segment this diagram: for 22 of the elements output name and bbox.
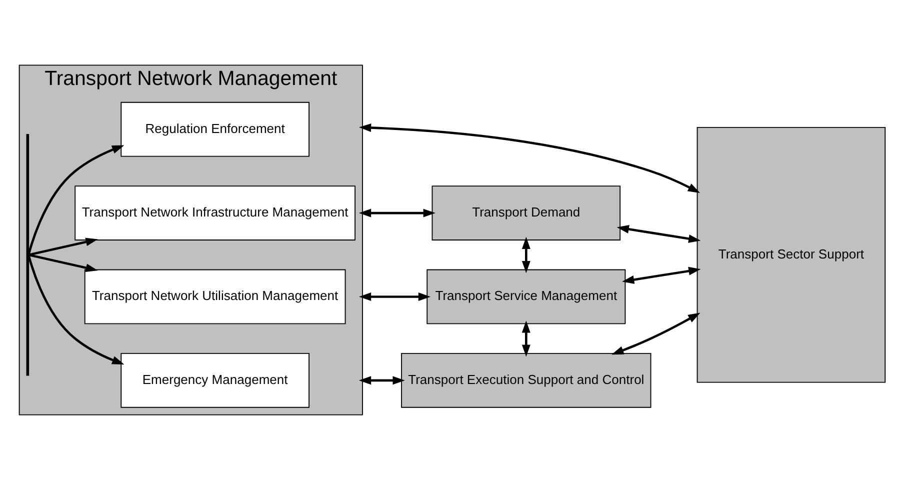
arrow bbox=[358, 208, 436, 217]
arrow bbox=[28, 253, 98, 272]
arrow bbox=[616, 224, 701, 242]
node-box: Regulation Enforcement bbox=[120, 101, 310, 156]
arrow bbox=[28, 237, 98, 256]
arrow bbox=[358, 122, 700, 192]
arrow bbox=[27, 254, 124, 364]
arrow bbox=[522, 320, 530, 356]
node-box: Transport Network Utilisation Management bbox=[84, 268, 346, 324]
arrow bbox=[522, 236, 530, 273]
arrow bbox=[622, 266, 701, 284]
node-box: Transport Execution Support and Control bbox=[401, 352, 652, 408]
arrow bbox=[612, 312, 700, 354]
arrow bbox=[27, 144, 124, 255]
node-box: Transport Service Management bbox=[426, 268, 626, 324]
node-box: Transport Network Infrastructure Management bbox=[74, 185, 356, 240]
arrow bbox=[358, 292, 430, 300]
node-box: Emergency Management bbox=[120, 352, 310, 408]
node-box: Transport Demand bbox=[432, 185, 621, 240]
arrow bbox=[358, 376, 405, 384]
node-bar bbox=[26, 133, 30, 376]
node-box: Transport Sector Support bbox=[696, 126, 886, 382]
